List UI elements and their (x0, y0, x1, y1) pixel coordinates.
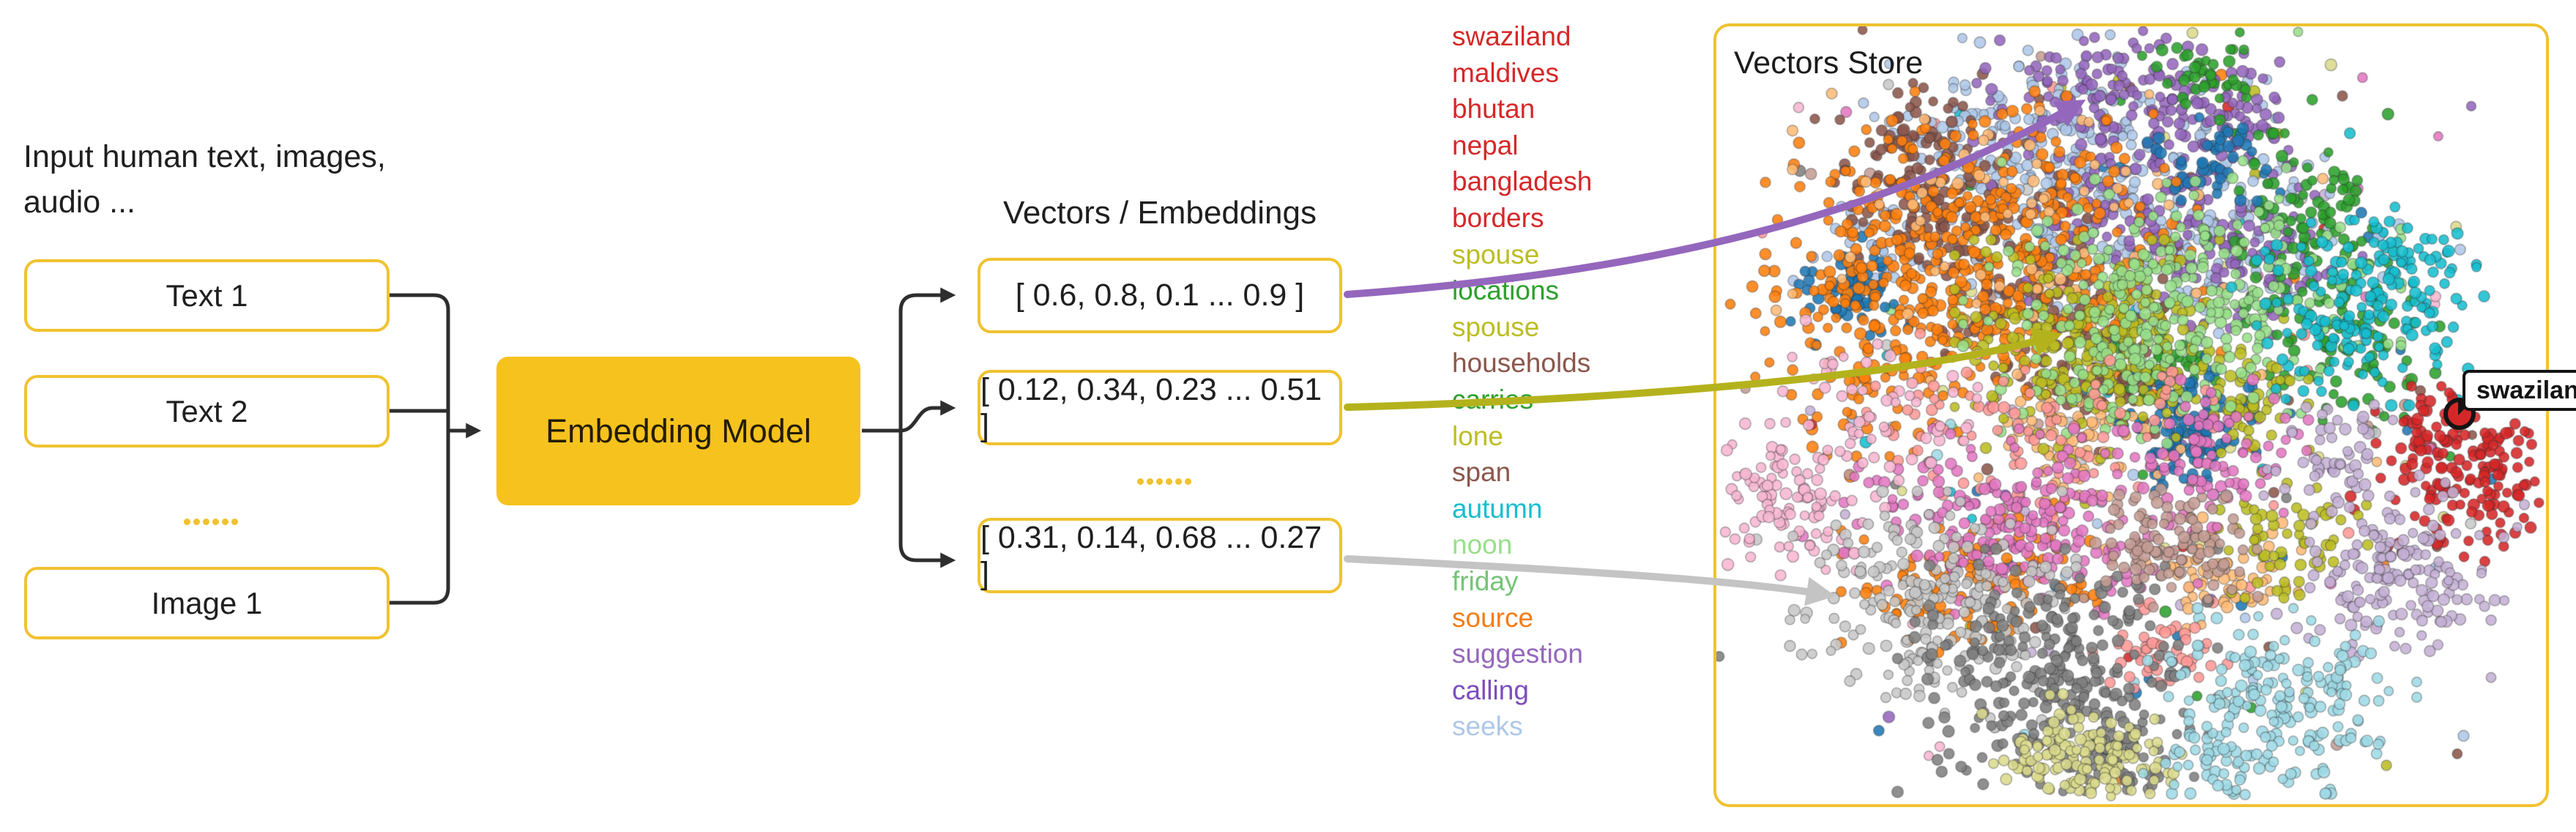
word-item-bhutan: bhutan (1452, 94, 1535, 125)
word-item-carries: carries (1452, 385, 1534, 415)
vector-box-1: [ 0.6, 0.8, 0.1 ... 0.9 ] (978, 258, 1342, 333)
input-box-text1-label: Text 1 (165, 278, 248, 313)
word-item-lone: lone (1452, 420, 1503, 451)
vector-box-2: [ 0.12, 0.34, 0.23 ... 0.51 ] (978, 370, 1342, 445)
word-item-source: source (1452, 602, 1534, 633)
word-item-bangladesh: bangladesh (1452, 166, 1593, 197)
word-item-suggestion: suggestion (1452, 639, 1583, 669)
word-item-nepal: nepal (1452, 130, 1519, 160)
vector-box-2-value: [ 0.12, 0.34, 0.23 ... 0.51 ] (980, 371, 1322, 443)
word-item-spouse: spouse (1452, 311, 1540, 342)
tooltip-swaziland: swaziland (2463, 370, 2576, 411)
word-item-friday: friday (1452, 566, 1519, 596)
word-item-maldives: maldives (1452, 57, 1559, 88)
word-item-autumn: autumn (1452, 493, 1543, 524)
arrow-into-vector-2 (900, 400, 956, 433)
word-item-borders: borders (1452, 203, 1544, 233)
vector-box-3: [ 0.31, 0.14, 0.68 ... 0.27 ] (978, 518, 1342, 593)
input-box-image1-label: Image 1 (151, 585, 263, 620)
vectors-store-title: Vectors Store (1734, 45, 1924, 81)
vectors-title: Vectors / Embeddings (1002, 195, 1317, 231)
embedding-model-label: Embedding Model (546, 412, 811, 450)
embedding-model-box: Embedding Model (496, 357, 860, 505)
word-item-households: households (1452, 348, 1591, 379)
vectors-store-panel: Vectors Store (1713, 23, 2549, 807)
output-bracket (862, 287, 956, 568)
input-heading: Input human text, images, audio ... (23, 139, 386, 220)
vector-box-3-value: [ 0.31, 0.14, 0.68 ... 0.27 ] (980, 519, 1322, 591)
word-item-span: span (1452, 457, 1511, 488)
word-item-noon: noon (1452, 530, 1513, 560)
word-item-locations: locations (1452, 275, 1560, 306)
word-list: swaziland maldives bhutan nepal bangladesh bo… (1452, 0, 1694, 832)
word-item-swaziland: swaziland (1452, 21, 1571, 51)
input-box-image1: Image 1 (24, 567, 390, 639)
word-item-calling: calling (1452, 675, 1529, 705)
tsne-scatter-canvas[interactable] (1716, 26, 2546, 804)
word-item-seeks: seeks (1452, 711, 1523, 742)
input-box-text1: Text 1 (24, 259, 390, 332)
input-box-text2-label: Text 2 (165, 393, 248, 428)
vector-box-1-value: [ 0.6, 0.8, 0.1 ... 0.9 ] (1015, 278, 1305, 313)
input-ellipsis-dots (184, 519, 238, 525)
input-bracket (390, 293, 482, 605)
vectors-ellipsis-dots (1137, 478, 1191, 485)
input-box-text2: Text 2 (24, 375, 390, 447)
arrow-into-vector-1 (898, 287, 956, 431)
word-item-spouse: spouse (1452, 239, 1540, 270)
arrow-into-vector-3 (898, 431, 956, 568)
